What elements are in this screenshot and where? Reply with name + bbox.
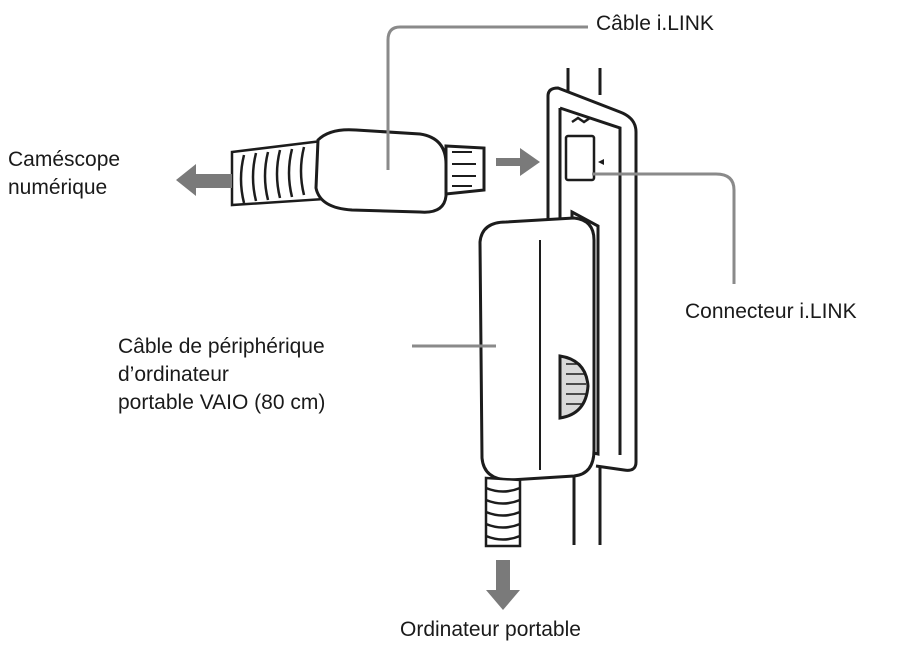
leader-connector xyxy=(592,172,736,284)
arrow-left xyxy=(176,164,232,196)
label-vaio-cable-line2: d’ordinateur xyxy=(118,363,229,386)
label-laptop-text: Ordinateur portable xyxy=(400,618,581,641)
label-vaio-cable-line3: portable VAIO (80 cm) xyxy=(118,391,326,414)
arrow-right xyxy=(496,148,540,176)
ilink-plug xyxy=(314,128,486,214)
label-cable-ilink: Câble i.LINK xyxy=(596,10,714,38)
label-connector-ilink: Connecteur i.LINK xyxy=(685,298,857,326)
arrow-down xyxy=(486,560,520,610)
label-vaio-cable-line1: Câble de périphérique xyxy=(118,335,325,358)
label-vaio-cable: Câble de périphérique d’ordinateur porta… xyxy=(118,333,325,417)
label-camcorder-line2: numérique xyxy=(8,176,108,199)
laptop-cable xyxy=(484,476,522,548)
label-cable-ilink-text: Câble i.LINK xyxy=(596,12,714,35)
leader-lines xyxy=(386,25,736,348)
ilink-port xyxy=(564,116,604,182)
label-connector-ilink-text: Connecteur i.LINK xyxy=(685,300,857,323)
label-laptop: Ordinateur portable xyxy=(400,616,581,644)
label-camcorder-line1: Caméscope xyxy=(8,148,121,171)
vaio-cable-housing xyxy=(478,209,600,482)
leader-cable-ilink xyxy=(386,25,588,170)
label-camcorder: Caméscope numérique xyxy=(8,146,120,202)
